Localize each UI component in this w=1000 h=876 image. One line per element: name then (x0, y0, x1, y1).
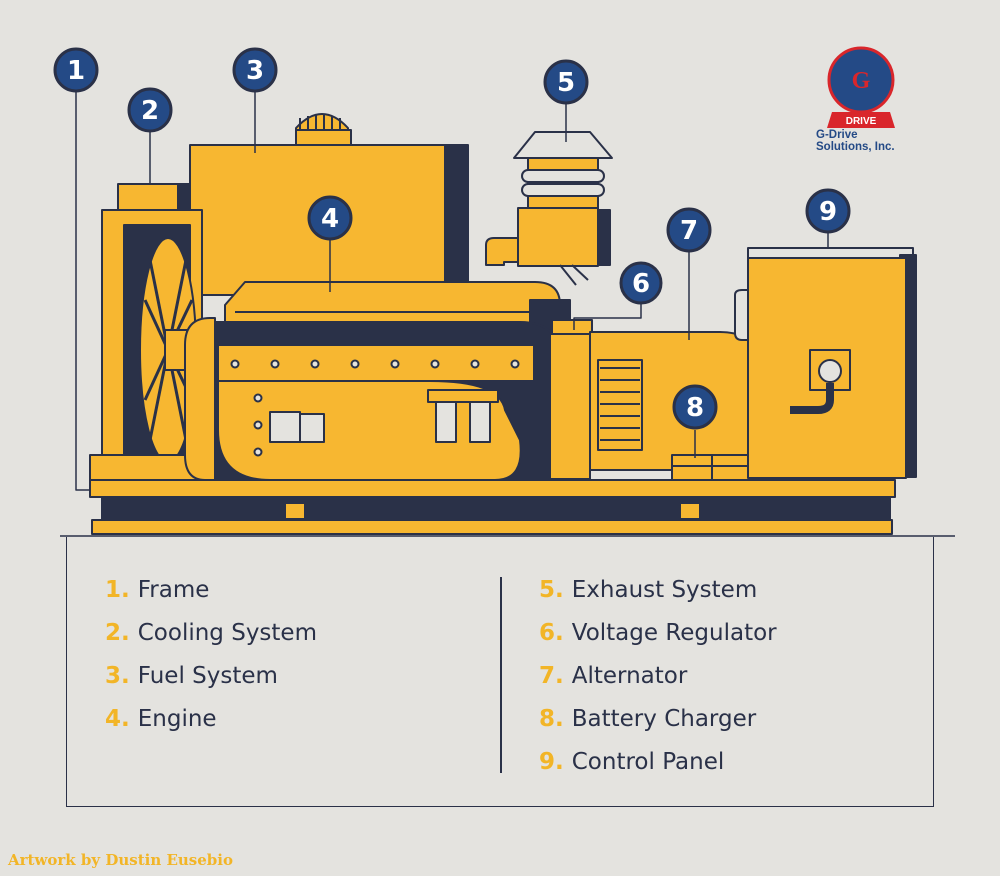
legend-panel: 1. Frame 2. Cooling System 3. Fuel System 4… (66, 537, 934, 807)
legend-label: Fuel System (137, 663, 278, 689)
callout-6: 6 (619, 261, 663, 305)
callout-3: 3 (232, 47, 278, 93)
callout-5: 5 (543, 59, 589, 105)
legend-label: Alternator (571, 663, 688, 689)
legend-item-cooling-system: 2. Cooling System (105, 620, 317, 663)
legend-left-column: 1. Frame 2. Cooling System 3. Fuel System 4… (105, 577, 317, 749)
engine-block (184, 317, 216, 481)
legend-divider (500, 577, 502, 773)
artwork-credit: Artwork by Dustin Eusebio (8, 851, 233, 869)
svg-text:DRIVE: DRIVE (846, 116, 877, 127)
svg-text:9: 9 (819, 197, 837, 227)
legend-number: 5. (539, 577, 564, 603)
legend-right-column: 5. Exhaust System 6. Voltage Regulator 7. A… (539, 577, 777, 792)
svg-text:G: G (852, 68, 871, 94)
svg-text:3: 3 (246, 56, 264, 86)
callout-2: 2 (127, 87, 173, 133)
legend-number: 9. (539, 749, 564, 775)
svg-text:2: 2 (141, 96, 159, 126)
svg-text:4: 4 (321, 204, 339, 234)
callout-1: 1 (53, 47, 99, 93)
legend-label: Cooling System (137, 620, 317, 646)
voltage-regulator (549, 333, 591, 480)
legend-label: Frame (137, 577, 210, 603)
legend-item-alternator: 7. Alternator (539, 663, 777, 706)
legend-item-fuel-system: 3. Fuel System (105, 663, 317, 706)
legend-number: 6. (539, 620, 564, 646)
legend-number: 8. (539, 706, 564, 732)
legend-number: 2. (105, 620, 130, 646)
legend-label: Control Panel (571, 749, 725, 775)
legend-number: 4. (105, 706, 130, 732)
legend-number: 1. (105, 577, 130, 603)
logo-company-name: G-Drive Solutions, Inc. (816, 129, 895, 153)
svg-text:1: 1 (67, 56, 85, 86)
legend-label: Battery Charger (571, 706, 757, 732)
svg-text:6: 6 (632, 269, 650, 299)
generator-illustration: 1 2 3 4 5 6 7 8 9 G DRIVE (53, 46, 955, 537)
legend-number: 3. (105, 663, 130, 689)
legend-item-exhaust-system: 5. Exhaust System (539, 577, 777, 620)
callout-8: 8 (672, 384, 718, 430)
legend-label: Engine (137, 706, 217, 732)
legend-item-voltage-regulator: 6. Voltage Regulator (539, 620, 777, 663)
callout-4: 4 (307, 195, 353, 241)
callout-9: 9 (805, 188, 851, 234)
legend-item-battery-charger: 8. Battery Charger (539, 706, 777, 749)
logo-name-line2: Solutions, Inc. (816, 141, 895, 153)
legend-item-frame: 1. Frame (105, 577, 317, 620)
callout-7: 7 (666, 207, 712, 253)
legend-item-control-panel: 9. Control Panel (539, 749, 777, 792)
g-drive-logo: G DRIVE (827, 46, 895, 128)
svg-text:7: 7 (680, 216, 698, 246)
legend-label: Voltage Regulator (571, 620, 777, 646)
legend-label: Exhaust System (571, 577, 758, 603)
svg-text:8: 8 (686, 393, 704, 423)
legend-item-engine: 4. Engine (105, 706, 317, 749)
frame-base (91, 519, 893, 535)
logo-name-line1: G-Drive (816, 129, 858, 141)
svg-text:5: 5 (557, 68, 575, 98)
exhaust-muffler (517, 207, 599, 267)
legend-number: 7. (539, 663, 564, 689)
frame-rail (89, 479, 896, 498)
